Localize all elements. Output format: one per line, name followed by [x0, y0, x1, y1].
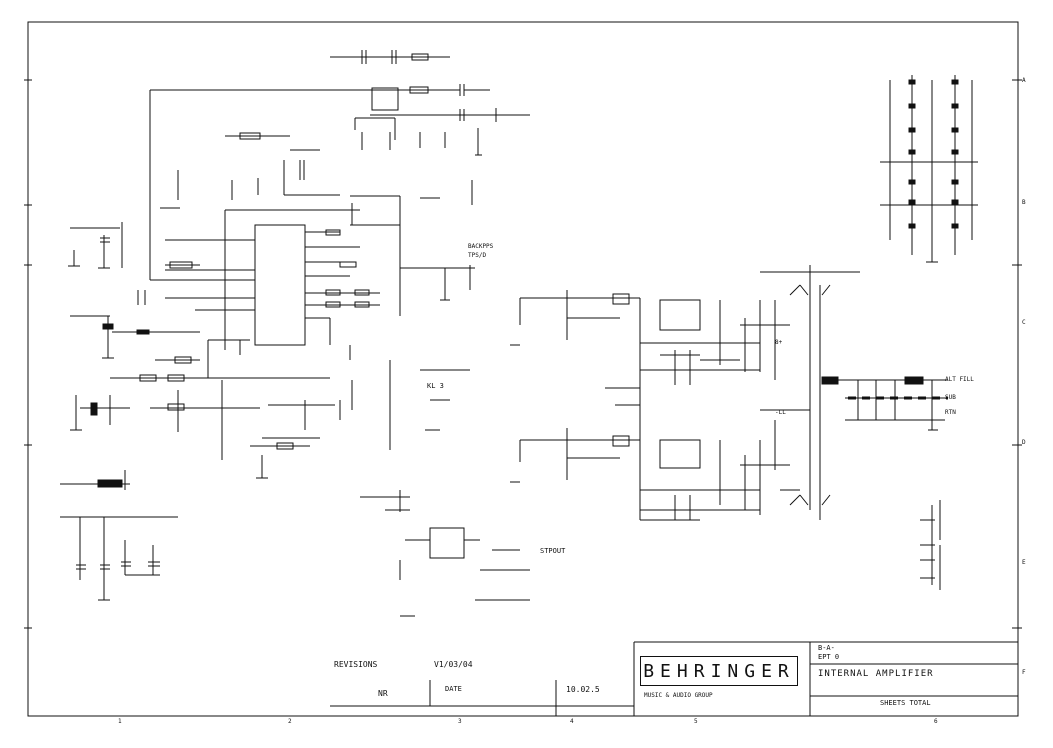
- tl-ps-label: BACKPPS: [468, 243, 494, 250]
- border-number-4: 4: [570, 718, 574, 725]
- border-ticks-right: [1012, 79, 1022, 629]
- company-subtitle: MUSIC & AUDIO GROUP: [644, 692, 713, 699]
- right-connector: [920, 500, 941, 590]
- output-channel-a: [510, 290, 790, 520]
- sheet-frame: [27, 21, 1019, 717]
- tl-ps2-label: TPS/D: [468, 252, 487, 259]
- power-input: [60, 470, 178, 601]
- revision-label: REVISIONS: [334, 660, 378, 669]
- output-channel-b: [510, 428, 790, 521]
- model-line-b: EPT 0: [818, 653, 840, 661]
- company-logo: BEHRINGER: [640, 656, 798, 686]
- border-letter-c: C: [1022, 319, 1026, 326]
- right-label-alt-fill: ALT FILL: [945, 376, 974, 383]
- input-connectors: [68, 222, 200, 359]
- border-ticks-left: [24, 79, 32, 629]
- control-stp-out: STPOUT: [540, 547, 566, 555]
- right-label-sub: SUB: [945, 394, 956, 401]
- output-stage: [760, 265, 860, 520]
- sheet-count: SHEETS TOTAL: [880, 699, 931, 707]
- revision-by: NR: [378, 689, 388, 698]
- revision-number: V1/03/04: [434, 660, 473, 669]
- drawing-title: INTERNAL AMPLIFIER: [818, 669, 934, 679]
- model-line-a: B-A-: [818, 644, 835, 652]
- border-letter-a: A: [1022, 77, 1026, 84]
- op-label-b: -LL: [775, 409, 786, 416]
- lower-left-network: [70, 318, 391, 479]
- border-letter-f: F: [1022, 669, 1026, 676]
- control-section: [360, 265, 530, 617]
- border-number-6: 6: [934, 718, 938, 725]
- ic-label-kl: KL 3: [427, 382, 444, 390]
- border-number-3: 3: [458, 718, 462, 725]
- border-number-1: 1: [118, 718, 122, 725]
- op-label-a: 8+: [775, 339, 783, 346]
- capacitor-bank: [880, 75, 978, 263]
- output-filter: [821, 376, 948, 431]
- main-ic: [150, 224, 380, 346]
- border-letter-e: E: [1022, 559, 1026, 566]
- feedback-network: [149, 50, 530, 280]
- right-label-rtn: RTN: [945, 409, 956, 416]
- border-letter-b: B: [1022, 199, 1026, 206]
- input-stage: [160, 132, 473, 350]
- title-block: [330, 641, 1018, 716]
- border-number-5: 5: [694, 718, 698, 725]
- revision-date-value: 10.02.5: [566, 685, 600, 694]
- border-number-2: 2: [288, 718, 292, 725]
- border-letter-d: D: [1022, 439, 1026, 446]
- revision-date-label: DATE: [445, 685, 462, 693]
- ic-body: [254, 224, 306, 346]
